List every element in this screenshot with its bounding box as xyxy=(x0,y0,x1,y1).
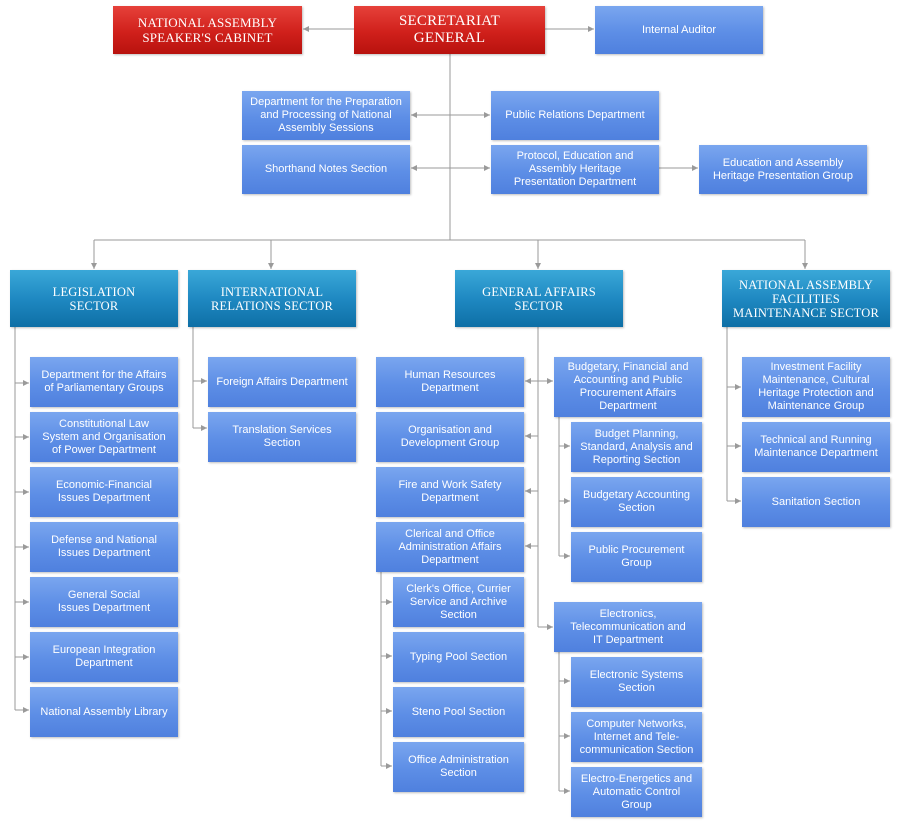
arrowhead xyxy=(268,263,274,269)
arrowhead xyxy=(564,498,570,504)
it-department-box: Electronics, Telecommunication and IT De… xyxy=(554,602,702,652)
arrowhead xyxy=(484,112,490,118)
arrowhead xyxy=(91,263,97,269)
arrowhead xyxy=(525,543,531,549)
arrowhead xyxy=(23,544,29,550)
arrowhead xyxy=(564,553,570,559)
legislation-unit-box: Constitutional Law System and Organisati… xyxy=(30,412,178,462)
legislation-unit-box: Economic-Financial Issues Department xyxy=(30,467,178,517)
arrowhead xyxy=(564,678,570,684)
arrowhead xyxy=(411,112,417,118)
arrowhead xyxy=(735,443,741,449)
clerical-unit-box: Clerk's Office, Currier Service and Arch… xyxy=(393,577,524,627)
public-relations-box: Public Relations Department xyxy=(491,91,659,140)
arrowhead xyxy=(564,788,570,794)
general-affairs-unit-box: Organisation and Development Group xyxy=(376,412,524,462)
clerical-unit-box: Office Administration Section xyxy=(393,742,524,792)
arrowhead xyxy=(23,654,29,660)
arrowhead xyxy=(23,489,29,495)
arrowhead xyxy=(802,263,808,269)
arrowhead xyxy=(411,165,417,171)
clerical-unit-box: Typing Pool Section xyxy=(393,632,524,682)
clerical-unit-box: Steno Pool Section xyxy=(393,687,524,737)
facilities-unit-box: Technical and Running Maintenance Depart… xyxy=(742,422,890,472)
arrowhead xyxy=(525,433,531,439)
arrowhead xyxy=(484,165,490,171)
arrowhead xyxy=(386,599,392,605)
arrowhead xyxy=(23,599,29,605)
secretariat-general-box: SECRETARIAT GENERAL xyxy=(354,6,545,54)
international-relations-sector-box: INTERNATIONAL RELATIONS SECTOR xyxy=(188,270,356,327)
protocol-department-box: Protocol, Education and Assembly Heritag… xyxy=(491,145,659,194)
legislation-unit-box: European Integration Department xyxy=(30,632,178,682)
arrowhead xyxy=(23,434,29,440)
legislation-unit-box: General Social Issues Department xyxy=(30,577,178,627)
sessions-department-box: Department for the Preparation and Proce… xyxy=(242,91,410,140)
it-unit-box: Computer Networks, Internet and Tele- co… xyxy=(571,712,702,762)
clerical-department-box: Clerical and Office Administration Affai… xyxy=(376,522,524,572)
budget-unit-box: Budgetary Accounting Section xyxy=(571,477,702,527)
legislation-sector-box: LEGISLATION SECTOR xyxy=(10,270,178,327)
facilities-unit-box: Investment Facility Maintenance, Cultura… xyxy=(742,357,890,417)
arrowhead xyxy=(525,488,531,494)
international-unit-box: Translation Services Section xyxy=(208,412,356,462)
arrowhead xyxy=(525,378,531,384)
general-affairs-sector-box: GENERAL AFFAIRS SECTOR xyxy=(455,270,623,327)
education-group-box: Education and Assembly Heritage Presenta… xyxy=(699,145,867,194)
it-unit-box: Electro-Energetics and Automatic Control… xyxy=(571,767,702,817)
facilities-sector-box: NATIONAL ASSEMBLY FACILITIES MAINTENANCE… xyxy=(722,270,890,327)
legislation-unit-box: Defense and National Issues Department xyxy=(30,522,178,572)
arrowhead xyxy=(547,624,553,630)
budget-unit-box: Public Procurement Group xyxy=(571,532,702,582)
arrowhead xyxy=(201,425,207,431)
arrowhead xyxy=(692,165,698,171)
arrowhead xyxy=(735,498,741,504)
arrowhead xyxy=(303,26,309,32)
arrowhead xyxy=(386,708,392,714)
arrowhead xyxy=(564,733,570,739)
budget-unit-box: Budget Planning, Standard, Analysis and … xyxy=(571,422,702,472)
it-unit-box: Electronic Systems Section xyxy=(571,657,702,707)
arrowhead xyxy=(23,380,29,386)
arrowhead xyxy=(588,26,594,32)
arrowhead xyxy=(535,263,541,269)
facilities-unit-box: Sanitation Section xyxy=(742,477,890,527)
legislation-unit-box: Department for the Affairs of Parliament… xyxy=(30,357,178,407)
general-affairs-unit-box: Human Resources Department xyxy=(376,357,524,407)
arrowhead xyxy=(735,384,741,390)
internal-auditor-box: Internal Auditor xyxy=(595,6,763,54)
arrowhead xyxy=(201,378,207,384)
arrowhead xyxy=(547,378,553,384)
shorthand-notes-box: Shorthand Notes Section xyxy=(242,145,410,194)
international-unit-box: Foreign Affairs Department xyxy=(208,357,356,407)
arrowhead xyxy=(386,763,392,769)
arrowhead xyxy=(386,653,392,659)
legislation-unit-box: National Assembly Library xyxy=(30,687,178,737)
arrowhead xyxy=(564,443,570,449)
budget-department-box: Budgetary, Financial and Accounting and … xyxy=(554,357,702,417)
general-affairs-unit-box: Fire and Work Safety Department xyxy=(376,467,524,517)
speakers-cabinet-box: NATIONAL ASSEMBLY SPEAKER'S CABINET xyxy=(113,6,302,54)
arrowhead xyxy=(23,707,29,713)
